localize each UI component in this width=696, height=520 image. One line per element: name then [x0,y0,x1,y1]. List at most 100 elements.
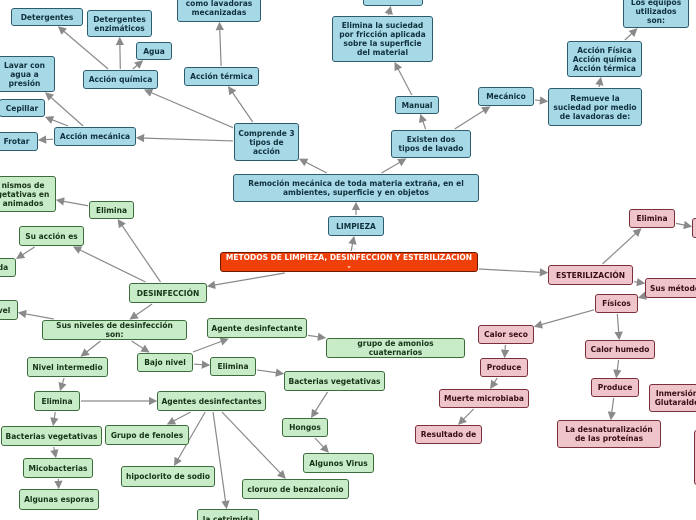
connector-bajo-elimbajo [193,360,211,369]
detergentes-enzimaticos-node[interactable]: Detergentes enzimáticos [87,10,152,37]
manual-node[interactable]: Manual [395,96,439,114]
connector-agentes-cetr [212,411,230,510]
accion-termica-node[interactable]: Acción térmica [184,67,259,86]
connector-existen-manual [419,113,427,130]
connector-elimbajo-bvegbajo [256,368,285,377]
muerte-microbiaba-node[interactable]: Muerte microbiaba [439,389,529,408]
bajo-nivel-node[interactable]: Bajo nivel [137,353,193,372]
connector-agente-amonios [307,332,327,341]
equipos-utilizados-node[interactable]: Los equipos utilizados son: [623,0,689,28]
microorganismos-node[interactable]: nismos de getativas en animados [0,176,56,212]
truncated-top-node[interactable] [363,0,423,6]
cloruro-benzalconio-node[interactable]: cloruro de benzalconio [242,479,349,499]
esterilizacion-elimina-node[interactable]: Elimina [629,209,675,228]
su-accion-es-node[interactable]: Su acción es [19,226,84,246]
connector-metodos-fisicos [637,291,648,300]
connector-bvegbajo-hongos [311,391,329,419]
vel-node[interactable]: vel [0,300,18,320]
connector-niveles-bajo [131,340,150,353]
connector-cseco-prodseco [500,344,510,359]
connector-elimint-bvegint [50,411,59,427]
mecanico-node[interactable]: Mecánico [478,87,534,106]
connector-bvegint-micob [50,446,59,459]
connector-remocion-existen [381,158,407,174]
cetrimida-node[interactable]: la cetrimida [197,509,259,520]
comprende-node[interactable]: Comprende 3 tipos de acción [234,123,299,161]
cepillar-node[interactable]: Cepillar [0,99,45,117]
connector-amec-lavar [45,92,84,127]
connector-ester-eelim [602,228,642,265]
connector-muerte-result [458,408,475,425]
connector-niveles-vel [17,309,54,320]
amonios-cuaternarios-node[interactable]: grupo de amonios cuaternarios [326,338,465,358]
lavadoras-node[interactable]: como lavadoras mecanizadas [177,0,261,22]
connector-agentes-fenoles [166,411,191,425]
esterilizacion-node[interactable]: ESTERILIZACIÓN [548,265,633,285]
existen-dos-tipos-node[interactable]: Existen dos tipos de lavado [391,130,471,158]
calor-humedo-node[interactable]: Calor humedo [585,340,655,359]
connector-fisicos-chumedo [614,313,623,341]
produce-seco-node[interactable]: Produce [480,358,528,377]
truncated-right-node[interactable] [692,218,696,238]
bacterias-vegetativas-int-node[interactable]: Bacterias vegetativas [1,426,102,446]
connector-chumedo-prodhum [613,359,622,379]
nivel-intermedio-node[interactable]: Nivel intermedio [27,357,108,377]
connector-desinf-accion [72,246,146,283]
niveles-desinfeccion-node[interactable]: Sus niveles de desinfección son: [42,320,187,340]
agua-node[interactable]: Agua [136,42,172,60]
fisicos-node[interactable]: Físicos [595,294,638,313]
hipoclorito-sodio-node[interactable]: hipoclorito de sodio [121,466,215,487]
agente-desinfectante-node[interactable]: Agente desinfectante [207,318,307,338]
connector-afisica-equipos [624,28,638,41]
agentes-desinfectantes-node[interactable]: Agentes desinfectantes [157,391,266,411]
bacterias-vegetativas-bajo-node[interactable]: Bacterias vegetativas [284,371,385,391]
bajo-nivel-elimina-node[interactable]: Elimina [210,357,256,376]
connector-agentes-benz [221,411,286,479]
connector-aquim-deterg [57,26,109,70]
connector-hongos-virus [314,437,329,453]
resultado-node[interactable]: Resultado de [415,425,482,444]
sus-metodos-node[interactable]: Sus método [645,278,696,298]
connector-remueve-afisica [595,76,604,88]
root-topic[interactable]: MÉTODOS DE LIMPIEZA, DESINFECCIÓN Y ESTE… [220,252,478,272]
connector-prodhum-desnat [607,397,617,421]
connector-eelim-ecut [675,220,693,230]
algunas-esporas-node[interactable]: Algunas esporas [19,489,99,510]
connector-agentes-hipo [174,411,206,467]
connector-mecanico-remueve [534,96,549,105]
frotar-node[interactable]: Frotar [0,132,38,151]
connector-prodseco-muerte [490,377,499,390]
accion-quimica-node[interactable]: Acción química [83,70,158,89]
nivel-intermedio-elimina-node[interactable]: Elimina [34,391,80,411]
lavar-presion-node[interactable]: Lavar con agua a presión [0,56,55,92]
inmersion-node[interactable]: Inmersión Glutaralde [649,384,696,412]
limpieza-node[interactable]: LIMPIEZA [328,216,384,236]
connector-root-ester [478,268,549,277]
connector-bajo-agente [192,337,229,353]
truncated-right-tall-node[interactable] [694,430,696,485]
connector-aquim-detenz [115,36,125,70]
desinfeccion-node[interactable]: DESINFECCIÓN [129,283,207,303]
grupo-fenoles-node[interactable]: Grupo de fenoles [105,425,189,445]
connector-ester-metodos [633,277,646,287]
desnaturalizacion-node[interactable]: La desnaturalización de las proteínas [557,420,661,448]
desinfeccion-elimina-node[interactable]: Elimina [89,201,134,219]
connector-manual-elimsuc [394,61,413,96]
micobacterias-node[interactable]: Micobacterias [23,458,93,478]
produce-humedo-node[interactable]: Produce [591,378,639,397]
calor-seco-node[interactable]: Calor seco [478,325,534,344]
accion-mecanica-node[interactable]: Acción mecánica [54,127,136,146]
da-node[interactable]: da [0,258,16,277]
connector-remocion-comprende [298,158,328,174]
hongos-node[interactable]: Hongos [282,418,328,437]
elimina-suciedad-node[interactable]: Elimina la suciedad por fricción aplicad… [332,16,433,62]
accion-fisica-node[interactable]: Acción Física Acción química Acción térm… [567,41,642,77]
connector-existen-mecanico [454,106,491,130]
connector-amec-cepillar [44,116,69,127]
connector-comprende-amec [135,133,234,143]
algunos-virus-node[interactable]: Algunos Virus [303,453,374,473]
remueve-suciedad-node[interactable]: Remueve la suciedad por medio de lavador… [548,88,642,126]
detergentes-node[interactable]: Detergentes [11,8,83,26]
remocion-node[interactable]: Remoción mecánica de toda materia extrañ… [233,174,479,202]
